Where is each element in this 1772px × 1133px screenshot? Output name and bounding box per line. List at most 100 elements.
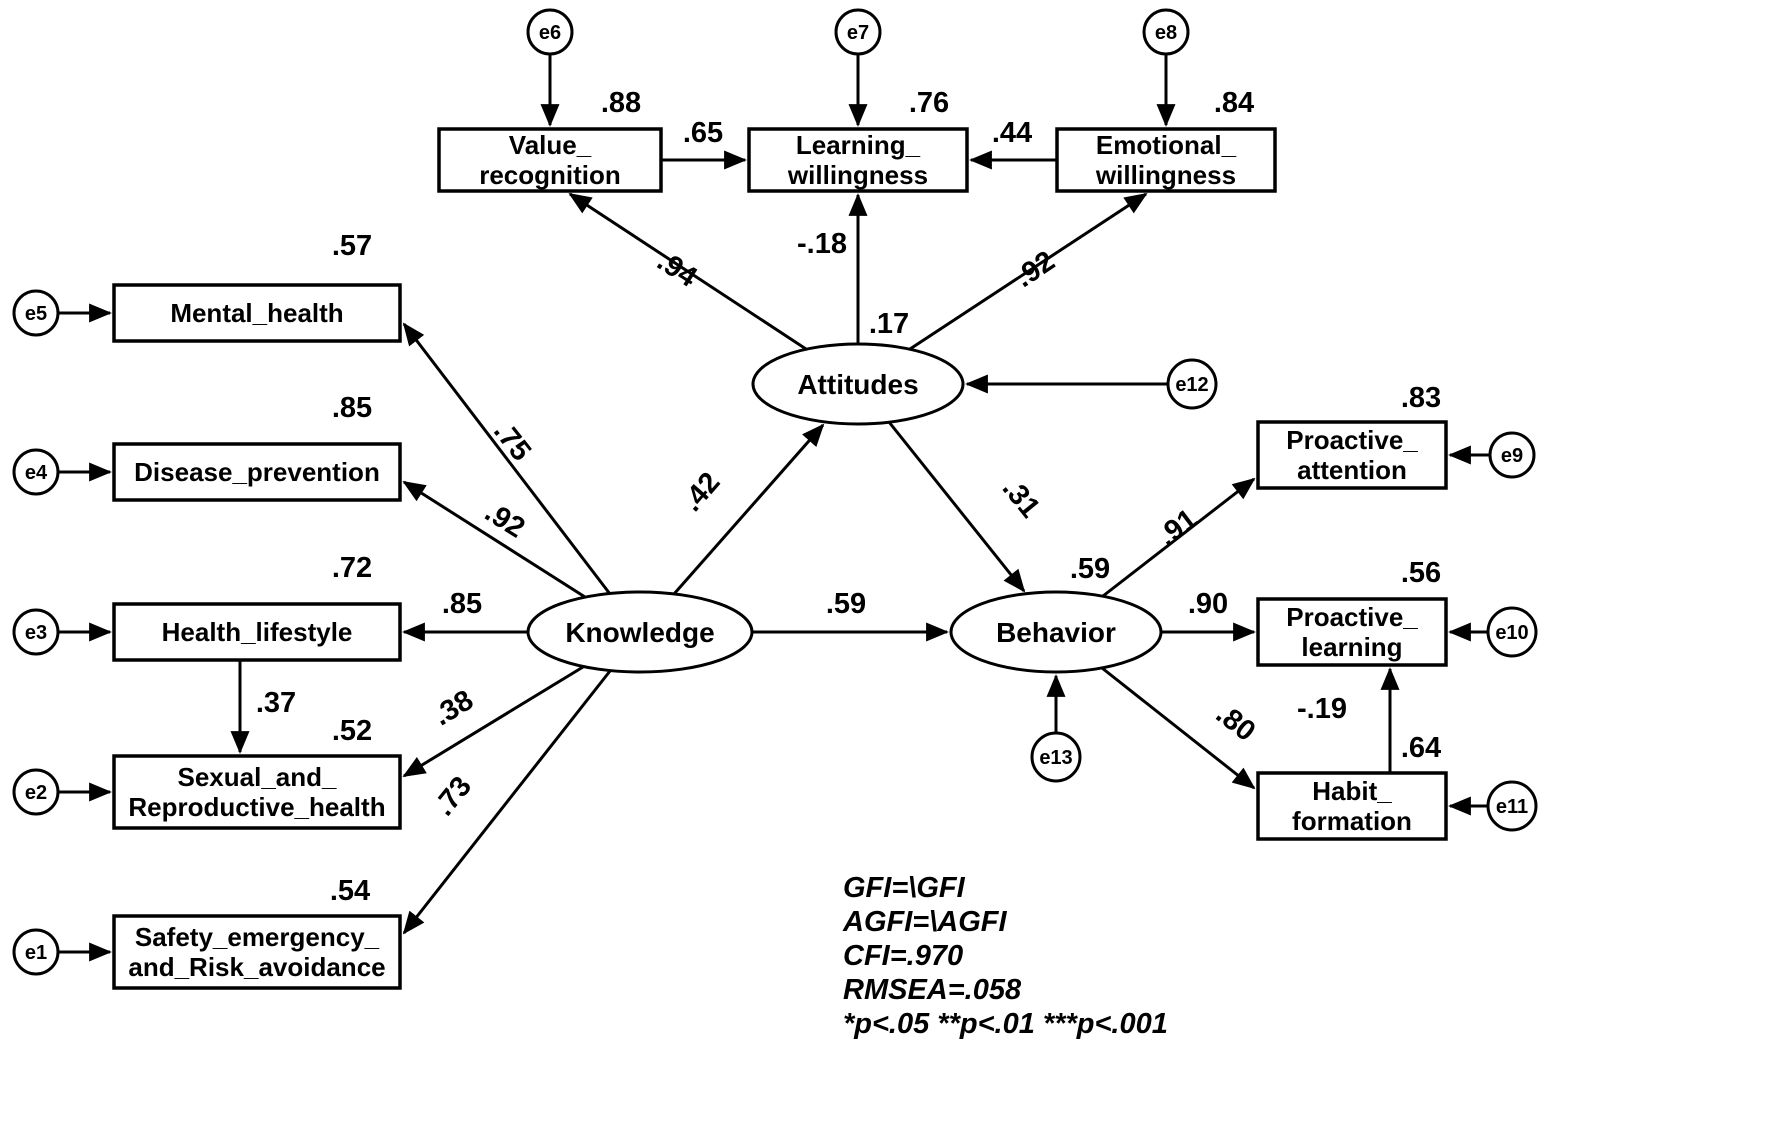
r2-proactive_attention: .83 (1401, 382, 1441, 414)
latent-label-knowledge: Knowledge (565, 617, 714, 648)
path-attitudes-behavior (887, 421, 1026, 593)
error-term-e7 (834, 8, 882, 56)
r2-proactive_learning: .56 (1401, 557, 1441, 589)
observed-learning_willingness (747, 127, 969, 193)
coef-knowledge-health_lifestyle: .85 (442, 588, 482, 620)
coef-emotional_willingness-learning_willingness: .44 (992, 117, 1032, 149)
observed-safety_risk_avoidance (112, 914, 402, 990)
observed-label-learning_willingness: Learning_willingness (787, 130, 928, 190)
r2-attitudes: .17 (869, 308, 909, 340)
error-term-e6 (526, 8, 574, 56)
path-knowledge-attitudes (672, 423, 825, 595)
coef-behavior-habit_formation: .80 (1210, 698, 1261, 748)
r2-health_lifestyle: .72 (332, 552, 372, 584)
r2-learning_willingness: .76 (909, 87, 949, 119)
error-label-e8: e8 (1155, 22, 1177, 44)
error-label-e10: e10 (1495, 622, 1528, 644)
observed-label-sexual_reproductive_health: Sexual_and_Reproductive_health (128, 762, 385, 822)
error-label-e13: e13 (1039, 747, 1072, 769)
r2-mental_health: .57 (332, 230, 372, 262)
fit-stat-line-1: GFI=\GFI (843, 872, 966, 904)
error-term-e2 (12, 768, 60, 816)
coef-knowledge-disease_prevention: .92 (479, 496, 530, 545)
error-term-e1 (12, 928, 60, 976)
latent-attitudes (751, 342, 965, 426)
error-label-e9: e9 (1501, 445, 1523, 467)
observed-label-safety_risk_avoidance: Safety_emergency_and_Risk_avoidance (128, 922, 385, 982)
error-label-e6: e6 (539, 22, 561, 44)
error-term-e12 (1166, 358, 1218, 410)
path-attitudes-value_recognition (568, 192, 807, 351)
observed-label-value_recognition: Value_recognition (479, 130, 621, 190)
coef-habit_formation-proactive_learning: -.19 (1297, 693, 1347, 725)
observed-disease_prevention (112, 442, 402, 502)
r2-safety_risk_avoidance: .54 (330, 875, 370, 907)
error-term-e5 (12, 289, 60, 337)
observed-habit_formation (1256, 771, 1448, 841)
path-knowledge-mental_health (402, 322, 612, 595)
observed-proactive_attention (1256, 420, 1448, 490)
error-term-e11 (1486, 780, 1538, 832)
error-label-e7: e7 (847, 22, 869, 44)
latent-label-attitudes: Attitudes (797, 369, 918, 400)
coef-behavior-proactive_attention: .91 (1152, 503, 1203, 553)
r2-sexual_reproductive_health: .52 (332, 715, 372, 747)
fit-stat-line-2: AGFI=\AGFI (842, 906, 1007, 938)
coef-health_lifestyle-sexual_reproductive_health: .37 (256, 687, 296, 719)
path-behavior-habit_formation (1101, 666, 1256, 790)
observed-mental_health (112, 283, 402, 343)
coef-knowledge-mental_health: .75 (487, 416, 537, 467)
latent-label-behavior: Behavior (996, 617, 1116, 648)
error-term-e4 (12, 448, 60, 496)
coef-value_recognition-learning_willingness: .65 (683, 117, 723, 149)
error-label-e2: e2 (25, 782, 47, 804)
r2-habit_formation: .64 (1401, 732, 1441, 764)
coef-behavior-proactive_learning: .90 (1188, 588, 1228, 620)
observed-emotional_willingness (1055, 127, 1277, 193)
error-label-e12: e12 (1175, 374, 1208, 396)
coef-attitudes-behavior: .31 (996, 473, 1046, 524)
coef-knowledge-safety_risk_avoidance: .73 (428, 771, 478, 822)
observed-label-proactive_attention: Proactive_attention (1286, 425, 1418, 485)
observed-value_recognition (437, 127, 663, 193)
latent-behavior (949, 590, 1163, 674)
fit-stat-line-4: RMSEA=.058 (843, 974, 1022, 1006)
path-attitudes-emotional_willingness (909, 192, 1148, 351)
observed-label-mental_health: Mental_health (170, 298, 343, 328)
error-label-e1: e1 (25, 942, 47, 964)
coef-knowledge-sexual_reproductive_health: .38 (428, 684, 479, 732)
error-term-e8 (1142, 8, 1190, 56)
path-knowledge-sexual_reproductive_health (402, 665, 584, 778)
coef-attitudes-learning_willingness: -.18 (797, 228, 847, 260)
r2-behavior: .59 (1070, 553, 1110, 585)
path-knowledge-safety_risk_avoidance (402, 670, 612, 935)
coef-knowledge-behavior: .59 (826, 588, 866, 620)
error-label-e11: e11 (1496, 796, 1528, 818)
coef-knowledge-attitudes: .42 (676, 466, 727, 517)
error-label-e3: e3 (25, 622, 47, 644)
path-knowledge-disease_prevention (402, 480, 586, 599)
observed-proactive_learning (1256, 597, 1448, 667)
path-behavior-proactive_attention (1102, 477, 1256, 598)
error-label-e4: e4 (25, 462, 48, 484)
observed-label-habit_formation: Habit_formation (1292, 776, 1412, 836)
observed-label-proactive_learning: Proactive_learning (1286, 602, 1418, 662)
r2-disease_prevention: .85 (332, 392, 372, 424)
error-term-e13 (1030, 731, 1082, 783)
error-term-e9 (1488, 431, 1536, 479)
observed-label-emotional_willingness: Emotional_willingness (1095, 130, 1237, 190)
error-term-e10 (1486, 606, 1538, 658)
fit-stat-line-3: CFI=.970 (843, 940, 963, 972)
error-term-e3 (12, 608, 60, 656)
observed-label-health_lifestyle: Health_lifestyle (162, 617, 353, 647)
latent-knowledge (526, 590, 754, 674)
observed-label-disease_prevention: Disease_prevention (134, 457, 380, 487)
r2-emotional_willingness: .84 (1214, 87, 1254, 119)
r2-value_recognition: .88 (601, 87, 641, 119)
observed-health_lifestyle (112, 602, 402, 662)
observed-sexual_reproductive_health (112, 754, 402, 830)
error-label-e5: e5 (25, 303, 47, 325)
coef-attitudes-emotional_willingness: .92 (1009, 245, 1060, 294)
